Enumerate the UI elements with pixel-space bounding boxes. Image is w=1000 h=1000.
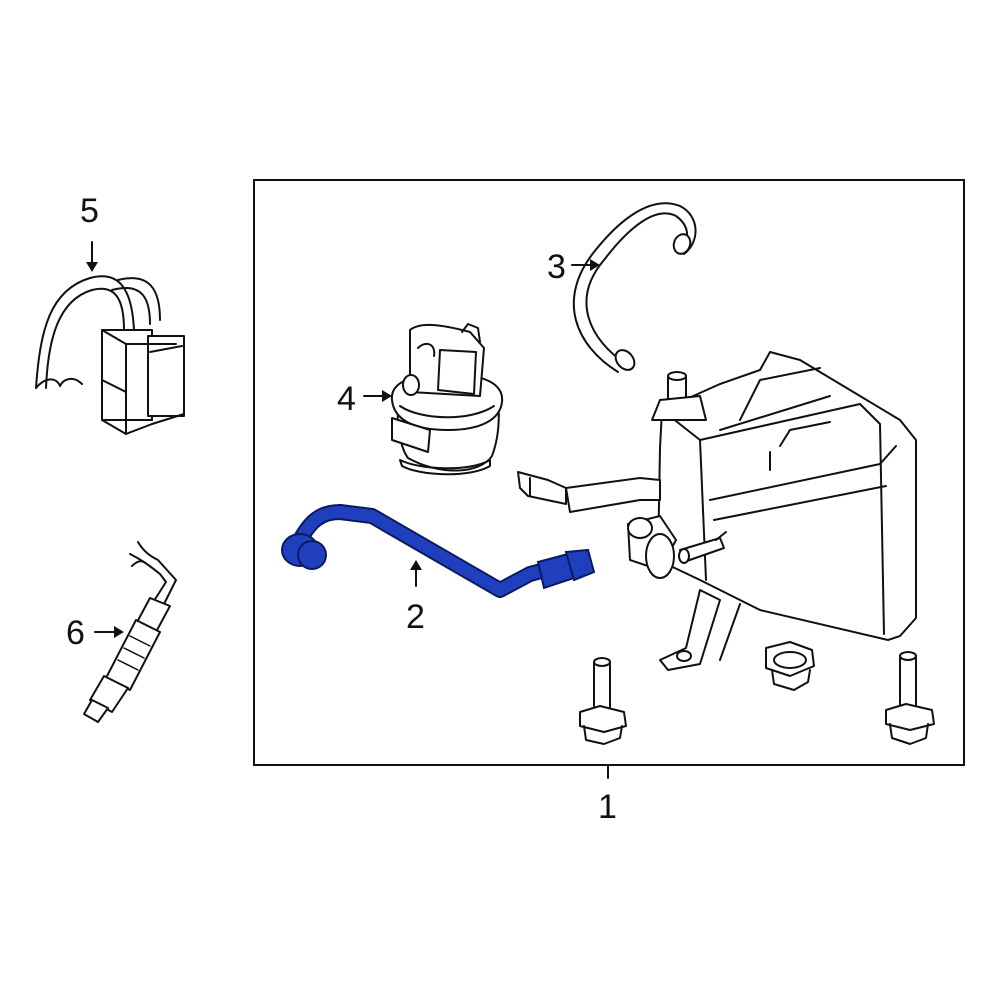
callout-2: 2 <box>406 598 425 636</box>
callout-4-arrowhead <box>382 390 392 402</box>
part-4-purge-valve[interactable] <box>390 323 504 476</box>
callout-4: 4 <box>337 380 356 418</box>
callout-6: 6 <box>66 614 85 652</box>
part-6-oxygen-sensor[interactable] <box>83 541 177 723</box>
callout-6-arrowhead <box>114 626 124 638</box>
callout-1: 1 <box>598 788 617 826</box>
callout-3-arrowhead <box>590 259 600 271</box>
callout-5: 5 <box>80 192 99 230</box>
part-2-purge-hose[interactable] <box>281 504 596 598</box>
callout-2-arrowhead <box>410 560 422 570</box>
part-3-vent-hose[interactable] <box>572 202 697 373</box>
callout-5-arrowhead <box>86 262 98 272</box>
part-5-connector[interactable] <box>35 275 185 435</box>
part-2-hose-body <box>294 506 566 596</box>
callout-3: 3 <box>547 248 566 286</box>
part-1-evap-canister[interactable] <box>517 351 935 745</box>
